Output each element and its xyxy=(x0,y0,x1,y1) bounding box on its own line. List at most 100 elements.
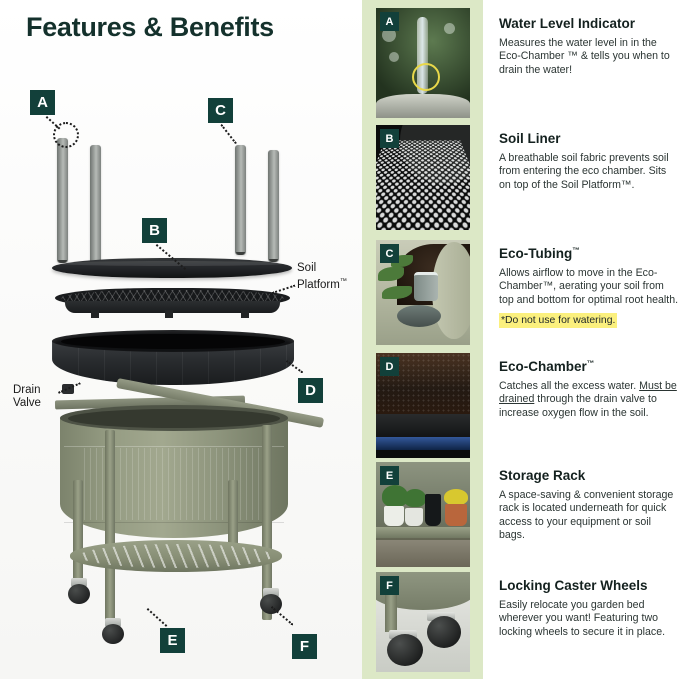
leader-line-a xyxy=(45,116,61,130)
photo-badge-e: E xyxy=(380,466,399,485)
photo-badge-b: B xyxy=(380,129,399,148)
trademark-symbol: ™ xyxy=(339,278,347,285)
shelf-slats xyxy=(80,544,272,568)
planter-rim xyxy=(60,405,288,431)
eco-chamber-part xyxy=(52,330,294,392)
caster-tire xyxy=(102,624,124,644)
feature-body: Easily relocate you garden bed wherever … xyxy=(499,598,666,638)
caster-tire xyxy=(68,584,90,604)
feature-body: Measures the water level in in the Eco-C… xyxy=(499,36,670,76)
planter-rim-photo xyxy=(432,242,470,339)
diagram-badge-e: E xyxy=(160,628,185,653)
callout-soil-platform: Soil Platform™ xyxy=(297,262,362,292)
diagram-badge-d: D xyxy=(298,378,323,403)
potted-plant xyxy=(381,485,408,508)
feature-title-text: Eco-Tubing xyxy=(499,246,573,261)
water-level-tube xyxy=(417,16,429,94)
feature-body-underlined: Must be drained xyxy=(499,379,677,406)
caster-fork xyxy=(105,618,121,627)
platform-layer xyxy=(376,413,470,437)
terracotta-pot xyxy=(444,504,467,526)
planter-edge xyxy=(376,93,470,118)
photo-card-f: F xyxy=(376,572,470,672)
callout-drain-valve: Drain Valve xyxy=(13,384,59,410)
diagram-badge-b: B xyxy=(142,218,167,243)
feature-title: Eco-Chamber™ xyxy=(499,359,679,375)
feature-body-pre: Catches all the excess water. xyxy=(499,379,640,392)
white-pot xyxy=(383,506,404,527)
drain-valve-part xyxy=(62,384,74,394)
caster-tire-photo xyxy=(426,616,461,648)
highlight-ring xyxy=(411,63,440,91)
diagram-badge-f: F xyxy=(292,634,317,659)
leader-line-c xyxy=(220,124,237,145)
white-pot xyxy=(405,508,424,527)
plant-leaf xyxy=(381,286,412,300)
feature-warning: *Do not use for watering. xyxy=(499,313,618,329)
platform-foot xyxy=(91,310,99,318)
badge-letter: F xyxy=(299,638,310,655)
soil-platform-part xyxy=(55,288,290,318)
badge-letter: B xyxy=(385,132,394,145)
eco-tube-photo xyxy=(413,271,438,301)
eco-tube-leg-3 xyxy=(235,145,246,255)
eco-tube-leg-4 xyxy=(268,150,279,262)
frame-post-right xyxy=(262,425,272,620)
feature-title: Storage Rack xyxy=(499,468,679,484)
badge-letter: D xyxy=(305,382,316,399)
callout-text: Drain Valve xyxy=(13,384,41,409)
caster-fork xyxy=(263,588,279,597)
bokeh xyxy=(443,23,455,35)
water-indicator-highlight-circle xyxy=(53,122,79,148)
photo-card-d: D xyxy=(376,353,470,458)
potted-plant xyxy=(404,489,427,508)
leader-line-e xyxy=(146,608,168,627)
trademark-symbol: ™ xyxy=(586,358,595,368)
badge-letter: C xyxy=(215,102,226,119)
shelf-surface xyxy=(376,527,470,538)
feature-item-eco-chamber: Eco-Chamber™ Catches all the excess wate… xyxy=(499,359,679,420)
photo-badge-c: C xyxy=(380,244,399,263)
photo-badge-f: F xyxy=(380,576,399,595)
feature-item-storage-rack: Storage Rack A space-saving & convenient… xyxy=(499,468,679,543)
planter-wall xyxy=(60,418,288,538)
boots xyxy=(424,493,441,526)
platform-foot xyxy=(165,310,173,318)
badge-letter: F xyxy=(386,579,393,592)
photo-strip: A B C xyxy=(362,0,483,679)
photo-card-b: B xyxy=(376,125,470,230)
eco-tube-leg-1 xyxy=(57,138,68,263)
frame-post-mid xyxy=(105,430,115,625)
feature-title: Locking Caster Wheels xyxy=(499,578,679,594)
feature-body: Allows airflow to move in the Eco-Chambe… xyxy=(499,266,679,306)
soil-liner-part xyxy=(52,258,292,278)
chamber-base xyxy=(376,449,470,458)
feature-item-locking-caster-wheels: Locking Caster Wheels Easily relocate yo… xyxy=(499,578,679,639)
badge-letter: C xyxy=(385,247,394,260)
platform-foot xyxy=(241,310,249,318)
caster-wheel xyxy=(100,618,126,644)
diagram-badge-a: A xyxy=(30,90,55,115)
feature-item-soil-liner: Soil Liner A breathable soil fabric prev… xyxy=(499,131,679,192)
photo-card-e: E xyxy=(376,462,470,567)
feature-item-water-level-indicator: Water Level Indicator Measures the water… xyxy=(499,16,679,77)
badge-letter: E xyxy=(167,632,178,649)
feature-body: A space-saving & convenient storage rack… xyxy=(499,488,674,542)
feature-title-text: Soil Liner xyxy=(499,131,561,146)
platform-skirt xyxy=(65,301,280,313)
caster-tire-photo xyxy=(387,634,424,666)
page-title: Features & Benefits xyxy=(26,12,274,42)
plant-leaf xyxy=(377,267,404,282)
badge-letter: A xyxy=(385,15,394,28)
trademark-symbol: ™ xyxy=(572,245,580,255)
badge-letter: E xyxy=(385,469,394,482)
eco-chamber-rim xyxy=(52,330,294,352)
feature-title: Water Level Indicator xyxy=(499,16,679,32)
feature-text-column: Water Level Indicator Measures the water… xyxy=(483,0,679,679)
scoop-tool xyxy=(396,305,441,328)
feature-body-post: through the drain valve to increase oxyg… xyxy=(499,393,657,419)
water-layer xyxy=(376,437,470,450)
caster-wheel xyxy=(258,588,284,614)
storage-shelf xyxy=(70,540,282,572)
exploded-diagram-column: Features & Benefits xyxy=(0,0,362,679)
